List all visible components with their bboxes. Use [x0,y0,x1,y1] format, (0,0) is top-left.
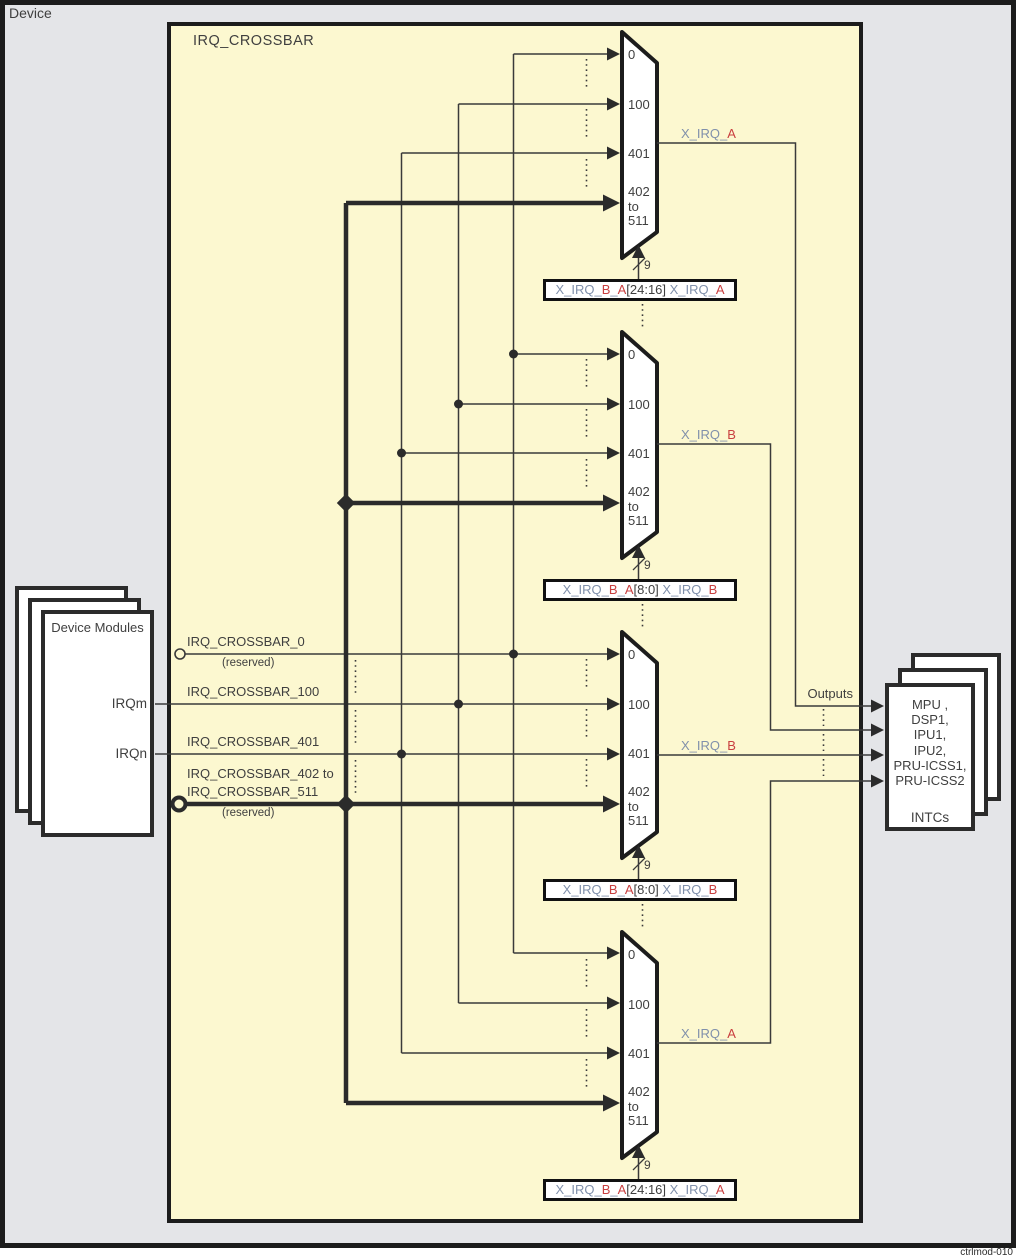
intc-line: DSP1, [911,712,949,728]
figure-id: ctrlmod-010 [960,1247,1013,1257]
select-bus-width: 9 [644,558,651,572]
mux-input-label-401: 401 [628,1046,650,1061]
mux-input-label-0: 0 [628,647,636,662]
outputs-label: Outputs [807,686,853,701]
reserved-stub-circle-large [170,795,188,813]
mux-output-label: X_IRQ_A [681,126,736,141]
intc-line: PRU-ICSS2 [895,773,965,789]
irq-crossbar-title: IRQ_CROSSBAR [193,33,315,49]
mux-input-label-401: 401 [628,146,650,161]
intc-line: MPU , [911,697,949,712]
port-irqm-label: IRQm [111,696,147,711]
input-riser-402-511-thick [186,200,604,1106]
mux-input-label-401: 401 [628,446,650,461]
mux-input-label-100: 100 [628,97,650,112]
mux-input-label-402-511: 402 to 511 [628,1084,650,1128]
mux-select-box: X_IRQ_B_A[24:16] X_IRQ_A [543,1179,737,1201]
mux4-shape [620,930,659,1160]
output-letter: A [727,126,736,141]
device-modules-title: Device Modules [51,620,144,635]
output-routes [657,142,872,1044]
signal-irq-crossbar-401: IRQ_CROSSBAR_401 [187,734,320,749]
signal-irq-crossbar-0-note: (reserved) [222,657,275,669]
intc-line: PRU-ICSS1, [893,757,967,773]
intc-line: IPU2, [913,742,947,758]
select-bus-width: 9 [644,1158,651,1172]
reserved-stub-circle-small [174,648,186,660]
signal-irq-crossbar-0: IRQ_CROSSBAR_0 [187,634,305,649]
mux1-shape [620,30,659,260]
output-letter: B [727,427,736,442]
intc-line: IPU1, [913,727,947,743]
signal-irq-crossbar-402-note: (reserved) [222,807,275,819]
mux-input-label-402-511: 402 to 511 [628,184,650,228]
mux-shapes [620,30,659,1160]
signal-irq-crossbar-402-line2: IRQ_CROSSBAR_511 [187,784,319,799]
port-irqn-label: IRQn [115,746,147,761]
mux-input-label-0: 0 [628,347,636,362]
output-letter: B [727,738,736,753]
intc-caption: INTCs [910,810,950,825]
mux-input-label-402-511: 402 to 511 [628,784,650,828]
mux-select-box: X_IRQ_B_A[8:0] X_IRQ_B [543,579,737,601]
mux-output-label: X_IRQ_B [681,738,736,753]
junction-dots [336,349,518,814]
mux-input-label-0: 0 [628,47,636,62]
mux-select-box: X_IRQ_B_A[8:0] X_IRQ_B [543,879,737,901]
output-prefix: X_IRQ_ [681,738,728,753]
select-bus-width: 9 [644,858,651,872]
output-prefix: X_IRQ_ [681,1026,728,1041]
output-letter: A [727,1026,736,1041]
mux3-shape [620,630,659,860]
mux2-shape [620,330,659,560]
irq-crossbar-box [167,22,863,1223]
device-modules-box-front [41,610,154,837]
intc-box-front [885,683,975,831]
select-arrowheads [632,245,645,1158]
mux-input-label-100: 100 [628,397,650,412]
device-label: Device [9,5,52,21]
output-prefix: X_IRQ_ [681,427,728,442]
mux-output-label: X_IRQ_A [681,1026,736,1041]
intc-target-list: MPU , DSP1, IPU1, IPU2, PRU-ICSS1, PRU-I… [885,697,975,788]
output-arrowheads [871,699,884,788]
output-prefix: X_IRQ_ [681,126,728,141]
signal-irq-crossbar-402-line1: IRQ_CROSSBAR_402 to [187,766,334,781]
mux-input-label-402-511: 402 to 511 [628,484,650,528]
mux-select-box: X_IRQ_B_A[24:16] X_IRQ_A [543,279,737,301]
mux-input-label-401: 401 [628,746,650,761]
select-bus-width: 9 [644,258,651,272]
mux-input-label-0: 0 [628,947,636,962]
mux-input-arrowheads [603,47,620,1112]
mux-output-label: X_IRQ_B [681,427,736,442]
mux-input-label-100: 100 [628,697,650,712]
signal-irq-crossbar-100: IRQ_CROSSBAR_100 [187,684,320,699]
ellipsis-dots [354,59,825,1090]
mux-input-label-100: 100 [628,997,650,1012]
